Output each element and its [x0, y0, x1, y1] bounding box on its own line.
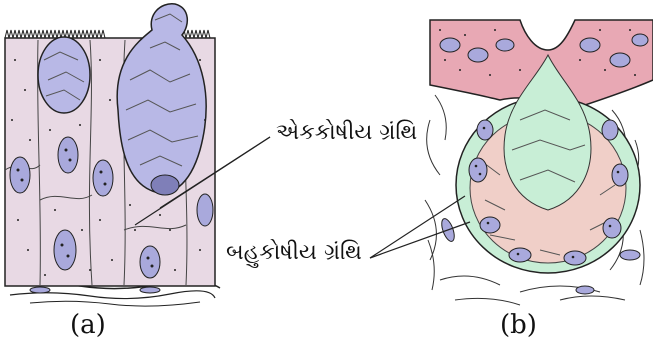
unicellular-gland-label: એકકોષીય ગ્રંથિ — [276, 120, 417, 145]
caption-b: (b) — [500, 310, 537, 340]
multicellular-gland-label: બહુકોષીય ગ્રંથિ — [226, 240, 362, 265]
caption-a: (a) — [70, 310, 106, 340]
multicellular-gland — [425, 20, 653, 305]
unicellular-epithelium — [5, 4, 220, 306]
